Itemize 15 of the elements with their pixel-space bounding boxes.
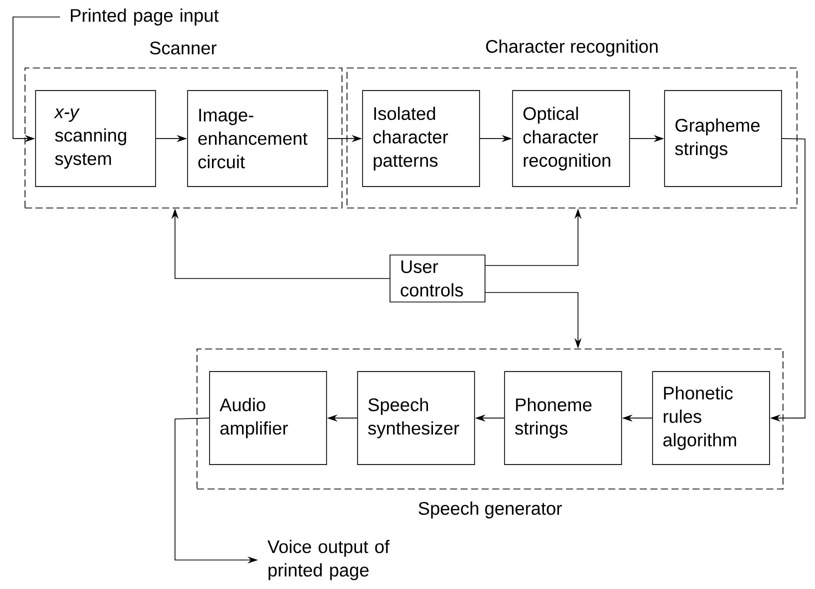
process-box: Grapheme strings (664, 90, 782, 187)
io-label: Printed page input (70, 8, 219, 26)
process-box: Phoneme strings (504, 371, 622, 465)
io-label: Voice output of printed page (268, 540, 390, 580)
process-box: Audio amplifier (209, 371, 327, 465)
process-box: Image-enhancement circuit (187, 90, 328, 187)
group-heading: Speech generator (418, 502, 562, 518)
process-box: Speech synthesizer (357, 371, 475, 465)
process-box: Optical character recognition (512, 90, 630, 187)
process-box: x-y scanning system (35, 90, 156, 187)
group-heading: Character recognition (486, 40, 658, 56)
process-box: Isolated character patterns (362, 90, 480, 187)
group-heading: Scanner (150, 42, 217, 54)
process-box: User controls (390, 254, 486, 302)
process-box: Phonetic rules algorithm (652, 371, 770, 465)
